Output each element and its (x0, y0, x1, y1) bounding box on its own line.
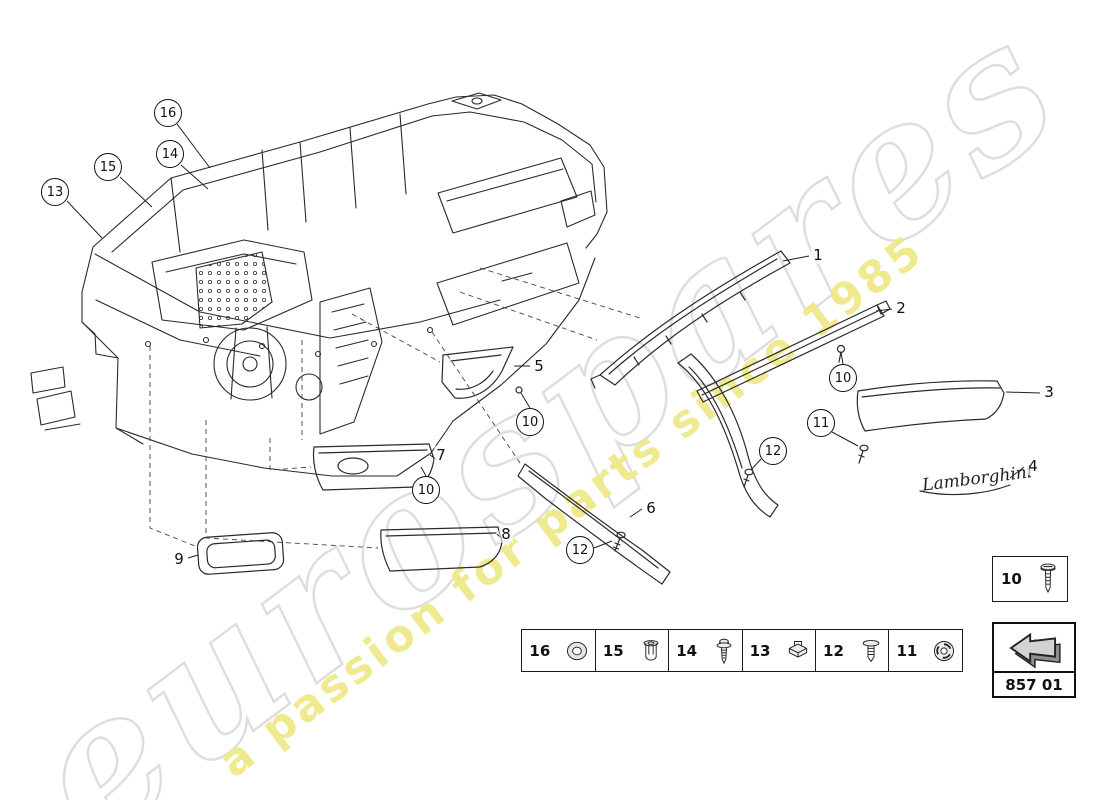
clip-icon (788, 640, 807, 658)
callout-13: 13 (41, 178, 69, 206)
callout-11: 11 (807, 409, 835, 437)
grommet-icon (934, 640, 955, 661)
part-12-side-trim (677, 353, 779, 518)
part-1-upper-trim (590, 250, 791, 389)
arrow-icon (1009, 632, 1061, 669)
push-rivet-icon (862, 639, 880, 662)
fastener-legend: 16 15 14 13 (521, 629, 964, 672)
legend-number-15: 15 (602, 641, 624, 660)
legend-number-12: 12 (823, 641, 844, 660)
legend-item-11: 11 (888, 629, 964, 672)
callout-8: 8 (499, 525, 513, 543)
legend-item-12: 12 (815, 629, 891, 672)
part-9-lamp-bezel (196, 532, 285, 575)
legend-item-13: 13 (741, 629, 817, 672)
part-5-corner-trim (441, 346, 514, 399)
part-4-emblem: Lamborghini (919, 462, 1033, 496)
legend-number-14: 14 (676, 641, 698, 660)
grommet-ring-icon (567, 641, 588, 660)
callout-4: 4 (1026, 457, 1040, 475)
callout-15: 15 (94, 153, 122, 181)
callout-10-b: 10 (412, 476, 440, 504)
callout-5: 5 (532, 357, 546, 375)
hardware-box-number: 10 (1001, 570, 1022, 588)
legend-item-15: 15 (594, 629, 670, 672)
part-2-trim-strip (696, 300, 891, 403)
screw-icon (1040, 563, 1056, 594)
callout-12-b: 12 (566, 536, 594, 564)
callout-10-c: 10 (829, 364, 857, 392)
leader-lines (66, 123, 1041, 559)
callout-2: 2 (894, 299, 908, 317)
lamborghini-script-text: Lamborghini (920, 462, 1033, 495)
callout-12-a: 12 (759, 437, 787, 465)
part-8-lower-trim (380, 526, 503, 572)
part-group-box: 857 01 (992, 622, 1076, 698)
expansion-nut-icon (643, 639, 659, 661)
callout-10-a: 10 (516, 408, 544, 436)
part-6-pillar-trim (517, 463, 671, 585)
callout-6: 6 (644, 499, 658, 517)
legend-item-14: 14 (668, 629, 744, 672)
dashboard-body (30, 92, 608, 477)
callout-14: 14 (156, 140, 184, 168)
arrow-icon-wrap (994, 624, 1074, 673)
legend-number-13: 13 (749, 641, 771, 660)
legend-number-16: 16 (529, 641, 551, 660)
part-3-trim-strip (856, 380, 1005, 432)
callout-9: 9 (172, 550, 186, 568)
construction-lines (149, 267, 641, 549)
callout-7: 7 (434, 446, 448, 464)
hardware-box-10: 10 (992, 556, 1068, 602)
screw-washer-icon (716, 638, 732, 664)
callout-1: 1 (811, 246, 825, 264)
small-screw-icons (515, 344, 869, 552)
legend-number-11: 11 (896, 641, 918, 660)
legend-item-16: 16 (521, 629, 597, 672)
callout-3: 3 (1042, 383, 1056, 401)
part-group-code: 857 01 (1005, 675, 1063, 694)
callout-16: 16 (154, 99, 182, 127)
